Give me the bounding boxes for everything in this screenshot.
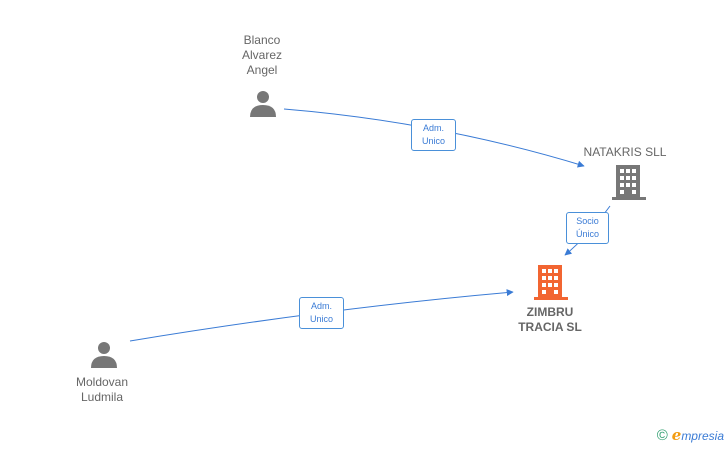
relation-label-socio-unico[interactable]: Socio Único (566, 212, 609, 244)
company-name-zimbru[interactable]: ZIMBRU TRACIA SL (518, 305, 582, 334)
building-icon-focus[interactable] (534, 264, 568, 300)
brand-letter: e (671, 426, 682, 444)
relation-label-adm-unico[interactable]: Adm. Unico (411, 119, 456, 151)
copyright-icon: © (656, 426, 668, 444)
brand-name: mpresia (681, 429, 724, 443)
person-name-blanco[interactable]: Blanco Alvarez Angel (241, 33, 282, 77)
company-name-natakris[interactable]: NATAKRIS SLL (583, 145, 667, 159)
person-icon[interactable] (90, 340, 118, 368)
relation-label-adm-unico[interactable]: Adm. Unico (299, 297, 344, 329)
building-icon[interactable] (612, 164, 646, 200)
empresia-logo: © empresia (657, 426, 724, 444)
person-name-moldovan[interactable]: Moldovan Ludmila (75, 375, 129, 404)
person-icon[interactable] (249, 89, 277, 117)
